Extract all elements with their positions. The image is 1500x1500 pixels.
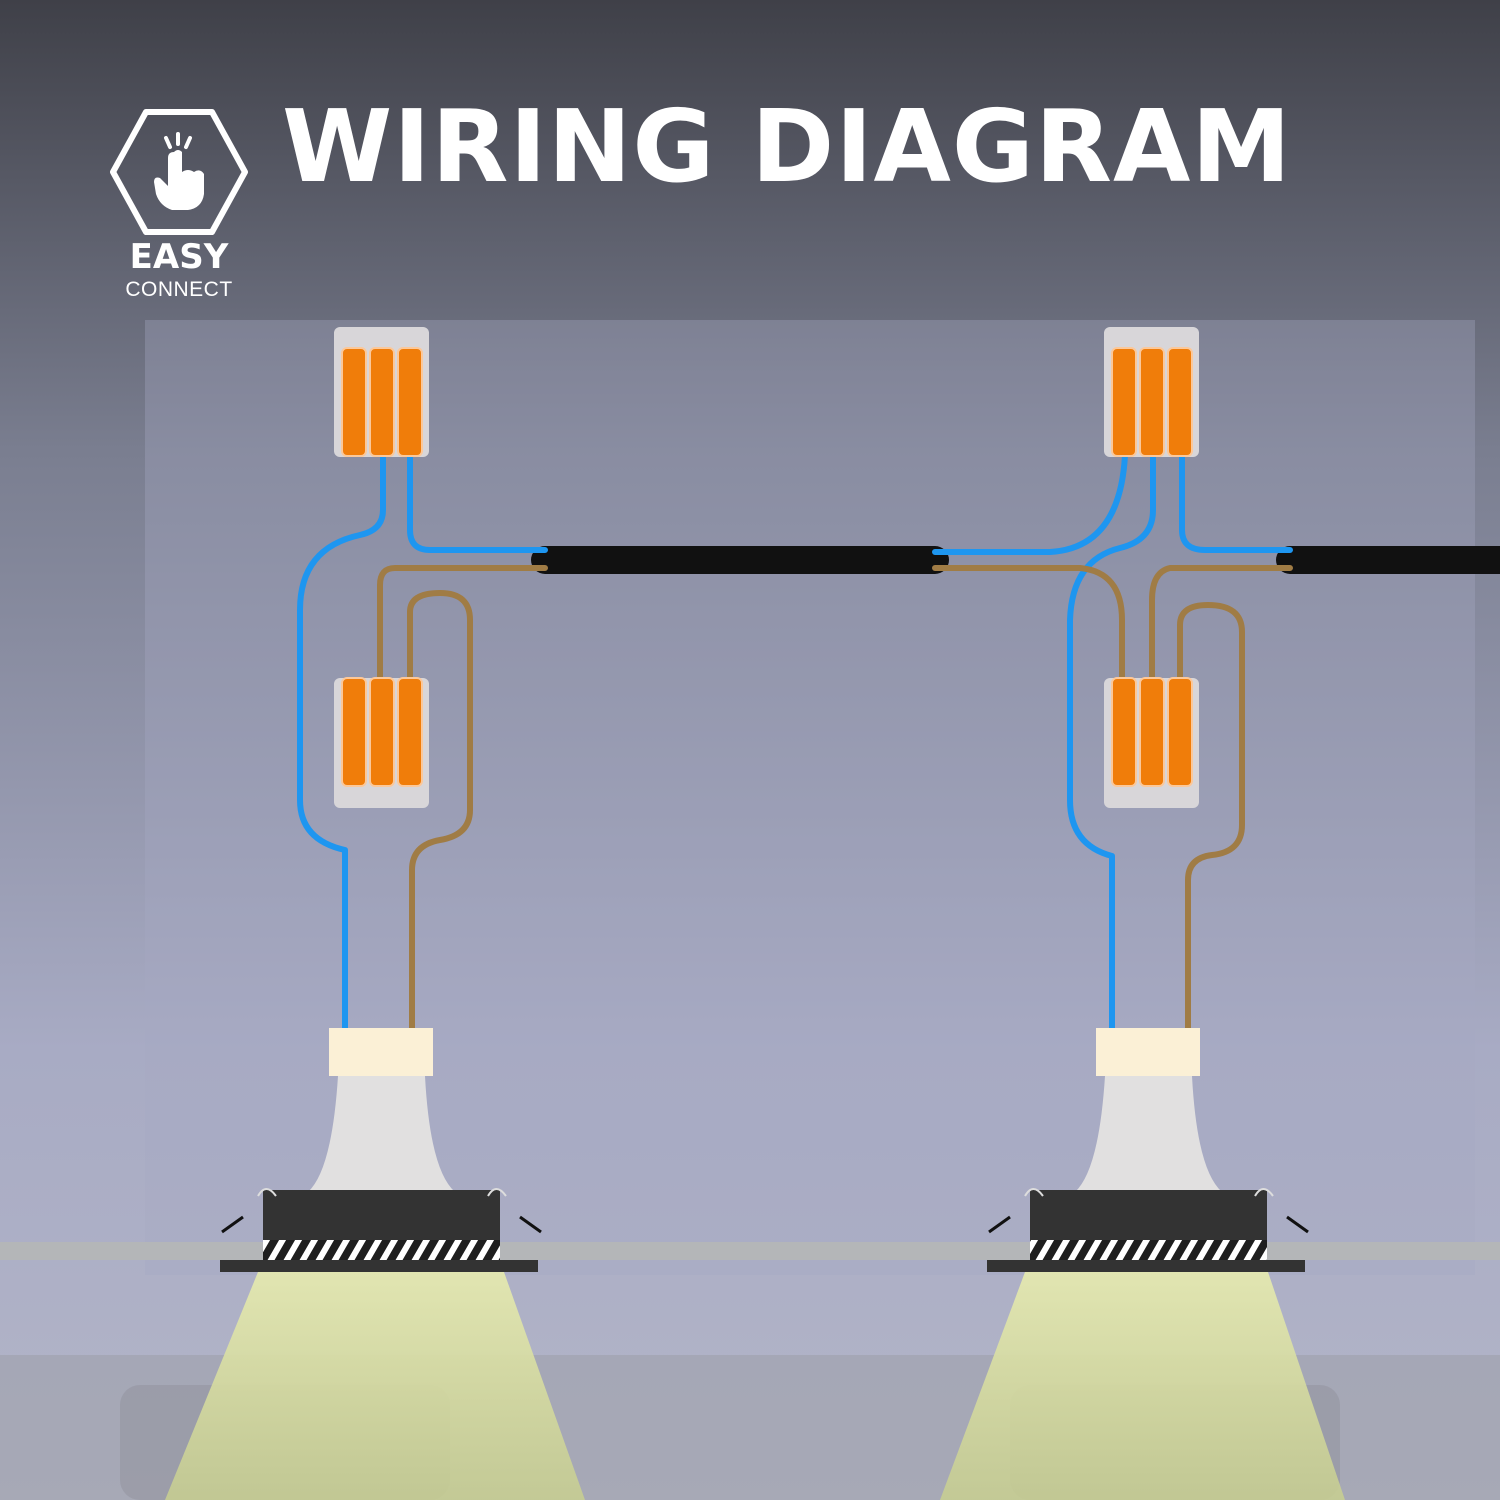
neutral-wire [297,452,386,1033]
downlight-fixture-1 [220,1028,542,1272]
page-title: WIRING DIAGRAM [282,88,1292,205]
easy-connect-badge: EASY CONNECT [108,108,250,308]
ceiling-board [0,1242,1500,1260]
light-beam [165,1272,585,1500]
downlight-fixture-2 [987,1028,1309,1272]
live-wire [377,565,548,683]
fixture-2-wires [932,452,1293,1033]
live-wire [407,590,473,1033]
live-wire [1149,565,1293,683]
fixture-1-wires [297,452,548,1033]
neutral-wire [1067,452,1156,1033]
neutral-wire [407,452,548,553]
connector-bottom-2 [1104,677,1199,808]
connector-top-1 [334,327,429,457]
connector-top-2 [1104,327,1199,457]
badge-line-2: CONNECT [125,278,233,301]
live-wire [932,565,1125,683]
connector-bottom-1 [334,677,429,808]
hand-tap-icon [110,109,248,235]
neutral-wire [1179,452,1293,553]
neutral-wire [932,452,1128,555]
badge-line-1: EASY [129,237,229,277]
live-wire [1177,602,1245,1033]
light-beam [940,1272,1345,1500]
